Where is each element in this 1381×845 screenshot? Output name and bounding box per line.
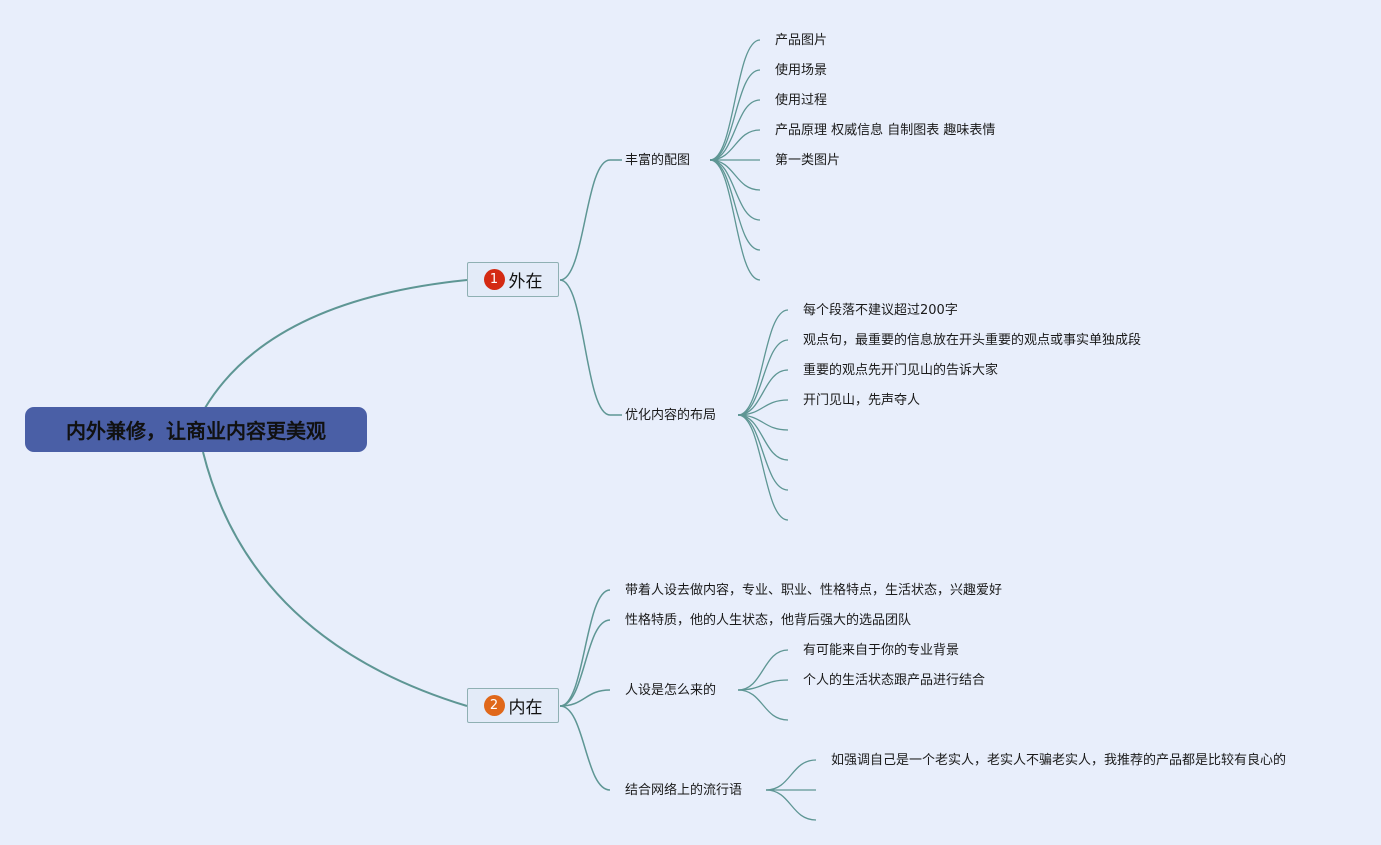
central-topic-label: 内外兼修，让商业内容更美观	[66, 419, 326, 443]
connector-layout-leaf-1	[737, 339, 789, 416]
connector-layout-leaf-5	[737, 414, 789, 461]
main-topic-outer[interactable]: 1 外在	[467, 262, 559, 297]
subtopic-internet-slang[interactable]: 结合网络上的流行语	[625, 783, 743, 798]
connector-root-outer	[204, 279, 468, 409]
subtopic-persona-content[interactable]: 带着人设去做内容，专业、职业、性格特点，生活状态，兴趣爱好	[625, 583, 1003, 598]
connector-rich-images-leaf-0	[709, 39, 761, 161]
connector-outer-rich-images	[559, 159, 611, 281]
connector-layout-leaf-3	[737, 399, 789, 416]
connector-rich-images-leaf-3	[709, 129, 761, 161]
leaf-viewpoint-sentence[interactable]: 观点句，最重要的信息放在开头重要的观点或事实单独成段	[803, 333, 1142, 348]
priority-2-icon: 2	[483, 695, 505, 716]
connector-inner-persona	[559, 589, 611, 707]
subtopic-rich-images[interactable]: 丰富的配图	[625, 153, 691, 168]
subtopic-optimize-layout[interactable]: 优化内容的布局	[625, 408, 717, 423]
connector-rich-images-leaf-8	[709, 159, 761, 281]
connector-rich-images-leaf-2	[709, 99, 761, 161]
connector-layout-leaf-0	[737, 309, 789, 416]
leaf-straight-to-point[interactable]: 开门见山，先声夺人	[803, 393, 921, 408]
connector-rich-images-leaf-6	[709, 159, 761, 221]
connector-layout-leaf-6	[737, 414, 789, 491]
main-topic-inner[interactable]: 2 内在	[467, 688, 559, 723]
central-topic[interactable]: 内外兼修，让商业内容更美观	[25, 407, 367, 452]
leaf-important-first[interactable]: 重要的观点先开门见山的告诉大家	[803, 363, 999, 378]
connector-outer-layout	[559, 279, 611, 416]
connector-rich-images-leaf-1	[709, 69, 761, 161]
connector-root-inner	[202, 451, 468, 707]
leaf-life-with-product[interactable]: 个人的生活状态跟产品进行结合	[803, 673, 986, 688]
leaf-first-type-images[interactable]: 第一类图片	[775, 153, 841, 168]
connector-inner-origin	[559, 689, 611, 707]
connector-slang-leaf-0	[765, 759, 817, 791]
connector-layout-leaf-2	[737, 369, 789, 416]
connector-origin-leaf-0	[737, 649, 789, 691]
main-topic-outer-label: 外在	[508, 272, 543, 292]
subtopic-personality-traits[interactable]: 性格特质，他的人生状态，他背后强大的选品团队	[625, 613, 912, 628]
leaf-professional-background[interactable]: 有可能来自于你的专业背景	[803, 643, 960, 658]
connector-origin-leaf-2	[737, 689, 789, 721]
leaf-usage-scene[interactable]: 使用场景	[775, 63, 828, 78]
main-topic-inner-label: 内在	[508, 698, 543, 718]
connector-inner-slang	[559, 705, 611, 791]
connector-inner-personality	[559, 619, 611, 707]
connector-slang-leaf-2	[765, 789, 817, 821]
connector-origin-leaf-1	[737, 679, 789, 691]
leaf-product-principle[interactable]: 产品原理 权威信息 自制图表 趣味表情	[775, 123, 996, 138]
leaf-paragraph-limit[interactable]: 每个段落不建议超过200字	[803, 303, 958, 318]
priority-1-icon: 1	[483, 269, 505, 290]
leaf-honest-person[interactable]: 如强调自己是一个老实人，老实人不骗老实人，我推荐的产品都是比较有良心的	[831, 753, 1287, 768]
connector-layout-leaf-7	[737, 414, 789, 521]
connector-rich-images-leaf-7	[709, 159, 761, 251]
subtopic-persona-origin[interactable]: 人设是怎么来的	[625, 683, 717, 698]
leaf-product-images[interactable]: 产品图片	[775, 33, 828, 48]
leaf-usage-process[interactable]: 使用过程	[775, 93, 828, 108]
